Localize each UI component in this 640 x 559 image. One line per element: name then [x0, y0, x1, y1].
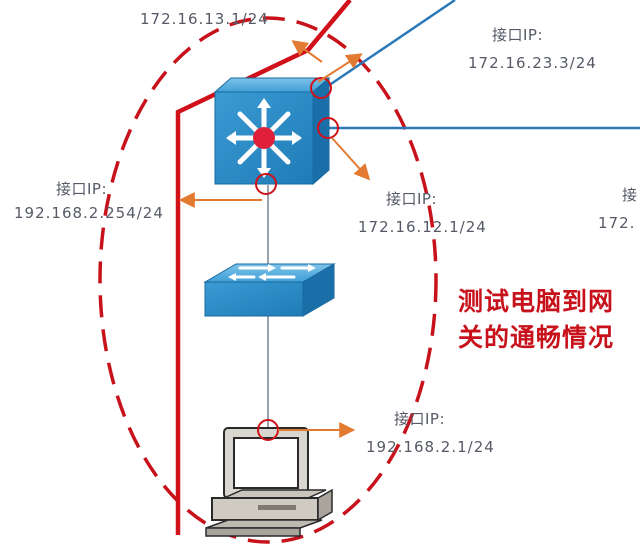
top-left-ip: 172.16.13.1/24 — [140, 10, 269, 28]
test-note-line2: 关的通畅情况 — [458, 323, 615, 352]
arrow-top-left — [291, 40, 323, 63]
bottom-ip: 192.168.2.1/24 — [366, 438, 495, 456]
link-l3-to-top-right — [321, 0, 456, 92]
test-note-line1: 测试电脑到网 — [458, 287, 615, 316]
left-ip: 192.168.2.254/24 — [14, 204, 164, 222]
test-scope-ellipse — [98, 16, 438, 544]
arrow-right — [331, 137, 371, 181]
interface-marker-down — [255, 173, 277, 195]
far-right-label: 接 — [622, 186, 638, 204]
mid-right-ip: 172.16.12.1/24 — [358, 218, 487, 236]
mid-right-label: 接口IP: — [386, 190, 438, 208]
l2-switch-icon — [203, 263, 336, 317]
computer-icon — [205, 427, 333, 537]
l3-switch-icon — [213, 76, 331, 186]
top-right-ip: 172.16.23.3/24 — [468, 54, 597, 72]
top-right-label: 接口IP: — [492, 26, 544, 44]
interface-marker-top — [310, 77, 332, 99]
left-label: 接口IP: — [56, 180, 108, 198]
bottom-label: 接口IP: — [394, 410, 446, 428]
far-right-ip: 172. — [598, 214, 636, 232]
interface-marker-right — [317, 117, 339, 139]
arrow-top-right — [317, 53, 363, 83]
